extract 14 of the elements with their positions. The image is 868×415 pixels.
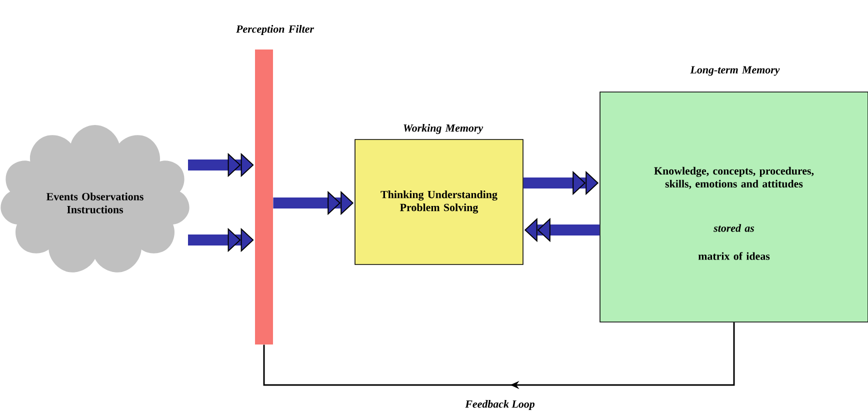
heading: Long-term Memory	[690, 66, 780, 76]
node-text: Events Observations Instructions	[46, 192, 144, 214]
feedback-line	[263, 322, 735, 390]
node-text: Knowledge, concepts, procedures, skills, emotions and attitudes	[654, 166, 814, 190]
heading: Perception Filter	[236, 25, 314, 35]
heading: Working Memory	[404, 124, 484, 134]
memory-box	[354, 124, 524, 265]
node-text: matrix of ideas	[698, 252, 770, 260]
memory-box	[600, 66, 868, 322]
cloud-shape	[0, 125, 190, 272]
node-text: Thinking Understanding Problem Solving	[380, 190, 498, 214]
edge-label: Feedback Loop	[465, 400, 535, 410]
filter-bar	[236, 25, 314, 344]
node-text: stored as	[714, 224, 754, 232]
